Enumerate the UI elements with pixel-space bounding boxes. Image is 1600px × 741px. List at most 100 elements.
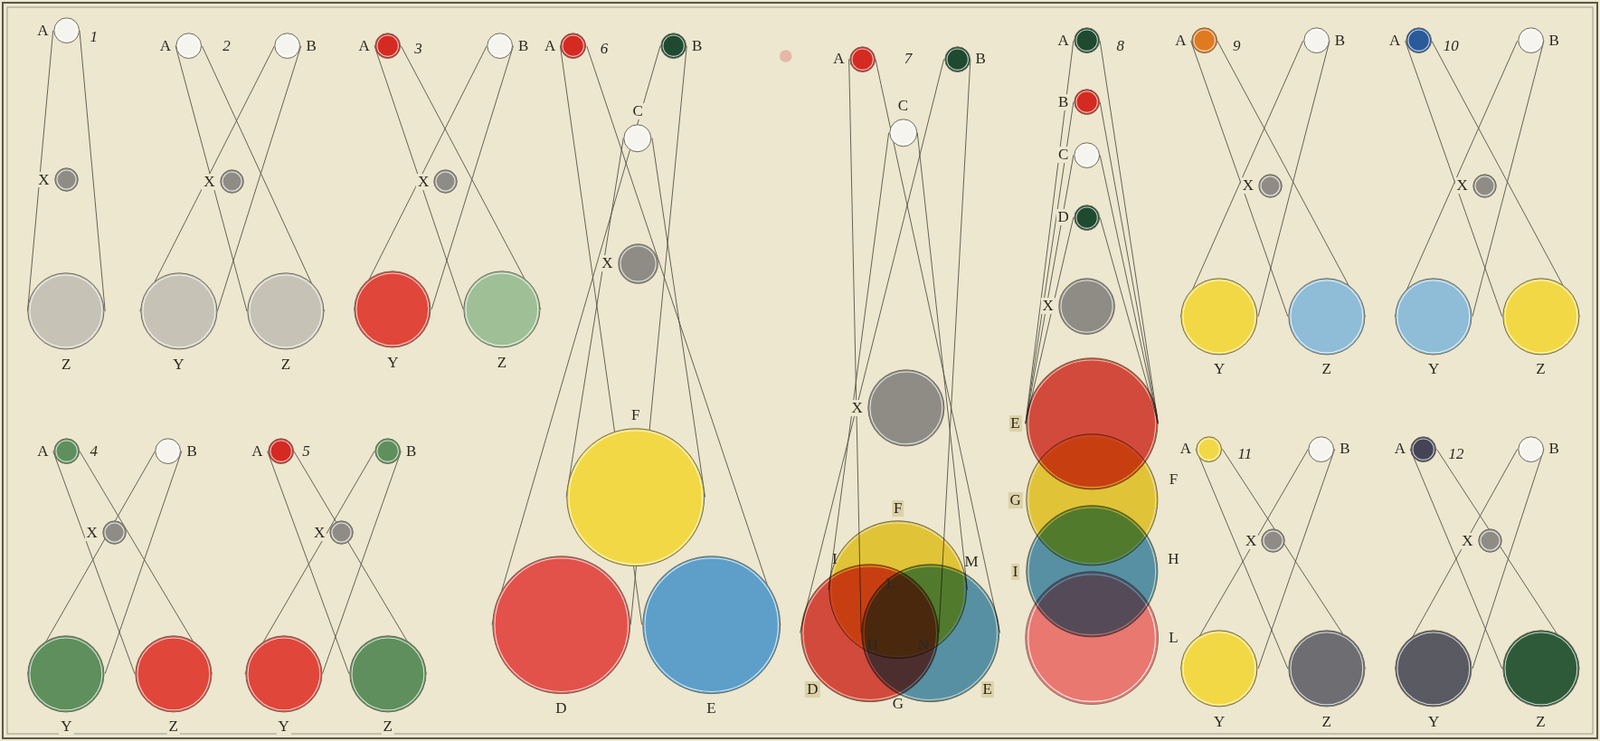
circle-shape — [1287, 629, 1366, 708]
circle-shape — [1303, 27, 1330, 54]
letter-label: A — [35, 443, 50, 460]
letter-label: A — [249, 443, 265, 460]
circle-node: B — [274, 32, 301, 59]
circle-node: Y — [1180, 277, 1259, 356]
region-letter: G — [890, 696, 906, 713]
circle-node: Z — [1287, 277, 1366, 356]
letter-label: X — [416, 173, 431, 190]
letter-label: X — [1240, 177, 1256, 194]
letter-label: C — [896, 97, 910, 114]
circle-shape — [944, 46, 971, 73]
circle-shape — [1287, 277, 1366, 356]
circle-node: B — [944, 46, 971, 73]
circle-node: I — [1025, 504, 1159, 638]
circle-shape — [623, 123, 653, 153]
letter-label: I — [1011, 563, 1021, 580]
circle-node: X — [1472, 173, 1497, 199]
light-ray — [374, 46, 464, 310]
figure-number: 10 — [1441, 37, 1461, 55]
letter-label: E — [704, 700, 718, 717]
light-ray — [79, 30, 105, 312]
letter-label: A — [1055, 32, 1070, 49]
circle-node: A — [849, 46, 876, 73]
letter-label: X — [599, 255, 615, 272]
region-letter: L — [1166, 629, 1180, 646]
letter-label: Z — [1319, 360, 1333, 378]
region-letter: N — [916, 636, 931, 654]
region-letter: I — [830, 550, 840, 568]
circle-shape — [54, 167, 79, 192]
circle-shape — [1260, 528, 1286, 553]
figure-number: 11 — [1236, 445, 1255, 463]
letter-label: X — [1243, 532, 1259, 550]
circle-node: X — [1477, 528, 1503, 553]
circle-shape — [1405, 27, 1432, 54]
light-ray — [1394, 40, 1517, 317]
circle-shape — [642, 555, 781, 694]
light-ray — [140, 46, 275, 312]
letter-label: X — [1455, 177, 1470, 194]
circle-node: X — [219, 169, 245, 194]
figure-number: 6 — [598, 40, 611, 57]
circle-node: Y — [1394, 629, 1473, 708]
circle-node: A — [1195, 435, 1222, 463]
circle-shape — [27, 272, 105, 351]
figure-number: 12 — [1446, 445, 1466, 463]
circle-node: X — [433, 169, 458, 194]
light-ray — [1431, 40, 1581, 317]
letter-label: D — [804, 681, 820, 698]
circle-shape — [245, 634, 323, 713]
circle-shape — [219, 169, 245, 194]
circle-node: D — [1073, 204, 1100, 231]
light-ray — [1394, 448, 1517, 669]
circle-shape — [1073, 27, 1100, 54]
circle-node: X — [1258, 173, 1283, 199]
circle-node: B — [1517, 27, 1544, 54]
letter-label: B — [974, 51, 988, 68]
circle-shape — [102, 520, 127, 545]
circle-node: X — [1058, 277, 1116, 335]
circle-node: B — [374, 437, 401, 464]
circle-shape — [1258, 173, 1283, 199]
letter-label: B — [303, 37, 318, 55]
letter-label: Y — [275, 718, 291, 735]
letter-label: B — [184, 443, 199, 460]
figure-number: 5 — [300, 443, 313, 460]
circle-node: C — [889, 118, 919, 148]
circle-node: Z — [349, 634, 427, 713]
letter-label: B — [1547, 32, 1562, 49]
circle-shape — [1195, 435, 1222, 463]
letter-label: B — [1337, 440, 1352, 457]
circle-node: B — [1073, 88, 1100, 115]
circle-node: A — [374, 32, 401, 59]
circle-node: B — [154, 437, 181, 464]
circle-shape — [274, 32, 301, 59]
circle-shape — [246, 272, 325, 351]
circle-shape — [329, 520, 354, 545]
circle-node: Y — [1394, 277, 1473, 356]
letter-label: B — [1333, 32, 1347, 49]
circle-shape — [1058, 277, 1116, 335]
circle-node: X — [329, 520, 354, 545]
circle-shape — [353, 270, 432, 349]
circle-node: B — [1307, 435, 1335, 463]
letter-label: D — [1055, 208, 1070, 226]
circle-node: A — [267, 437, 294, 464]
letter-label: Z — [279, 356, 293, 373]
letter-label: A — [357, 37, 372, 55]
letter-label: Y — [1211, 360, 1227, 378]
circle-shape — [374, 437, 401, 464]
circle-node: Z — [1502, 629, 1581, 708]
plate-frame — [7, 7, 1593, 734]
circle-shape — [140, 272, 218, 351]
circle-node: X — [867, 369, 946, 447]
letter-label: B — [1547, 440, 1562, 457]
circle-node: B — [660, 32, 687, 59]
circle-node: C — [623, 123, 653, 153]
circle-shape — [1517, 435, 1544, 463]
light-ray — [431, 46, 513, 310]
letter-label: B — [404, 443, 418, 460]
letter-label: X — [850, 399, 865, 417]
letter-label: C — [630, 103, 644, 120]
